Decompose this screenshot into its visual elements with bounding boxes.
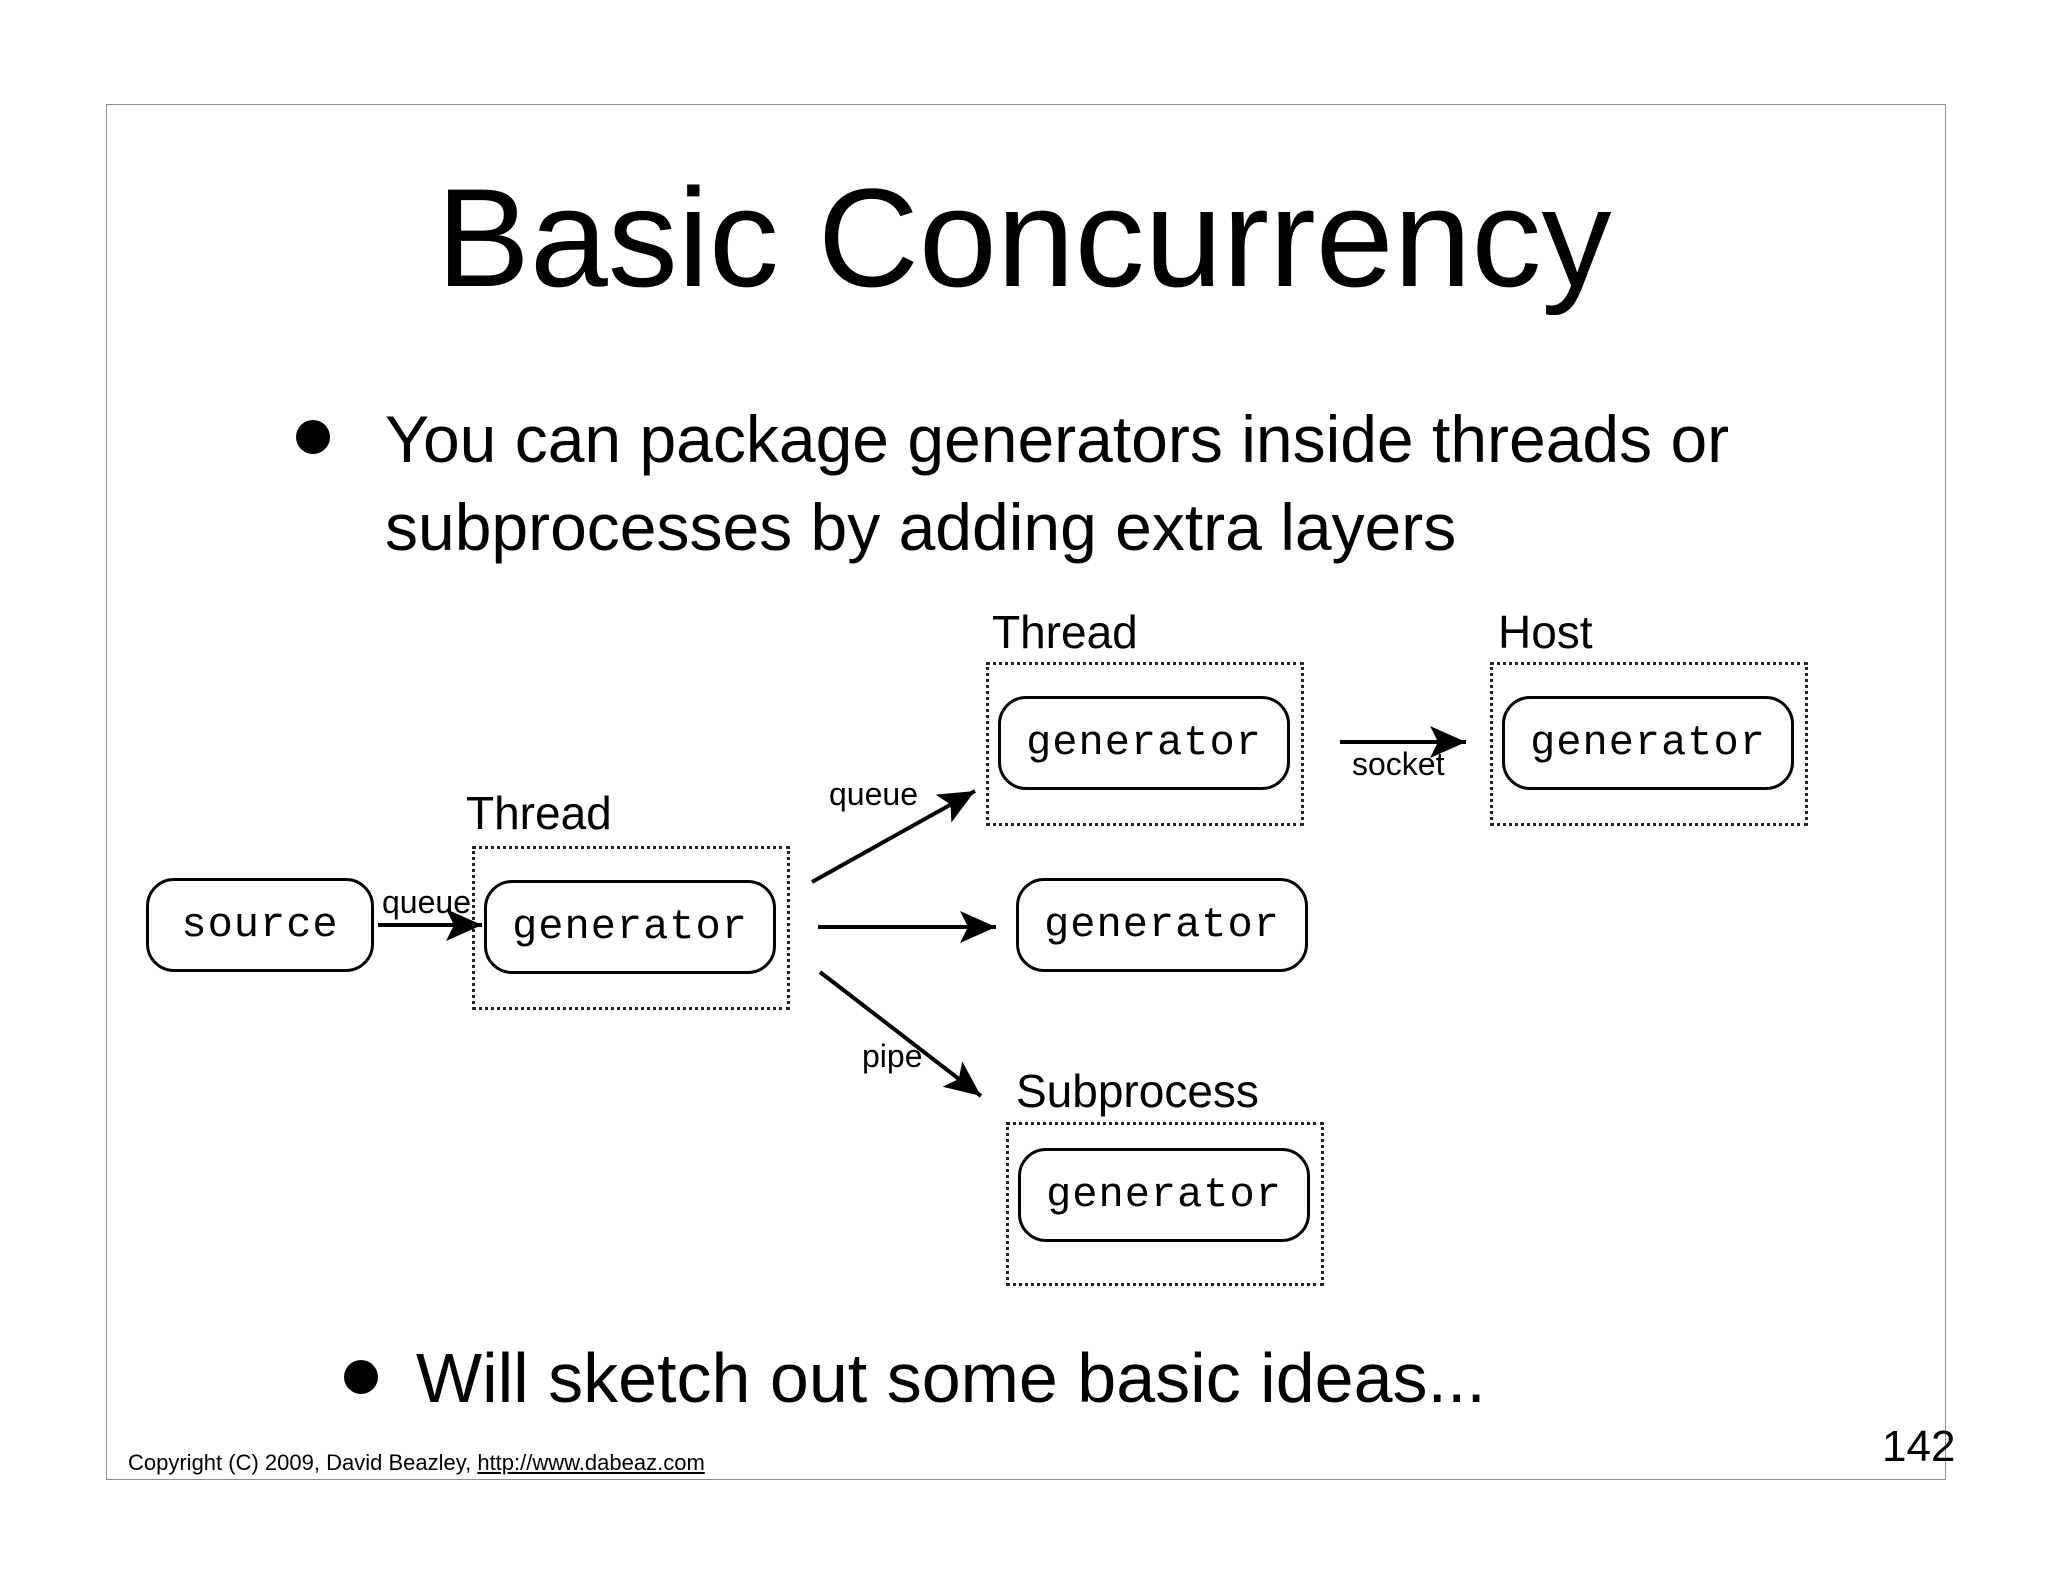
slide-frame (106, 104, 1946, 1480)
arrow-to-subprocess (818, 970, 983, 1098)
bullet-text: Will sketch out some basic ideas... (416, 1339, 1486, 1417)
slide-title: Basic Concurrency (436, 159, 1612, 316)
host-label: Host (1498, 606, 1593, 658)
edge-label-socket: socket (1352, 746, 1445, 782)
host-container (1490, 662, 1808, 826)
footer-link[interactable]: http://www.dabeaz.com (477, 1450, 705, 1475)
bullet-text: You can package generators inside thread… (385, 402, 1730, 564)
generator-node-subprocess: generator (1018, 1148, 1310, 1242)
thread-container-main (472, 846, 790, 1010)
thread-label-main: Thread (466, 787, 612, 839)
subprocess-label: Subprocess (1016, 1065, 1259, 1117)
generator-node-main: generator (484, 880, 776, 974)
bullet-dot (344, 1360, 378, 1394)
bullet-dot (296, 420, 330, 454)
footer-copyright: Copyright (C) 2009, David Beazley, http:… (128, 1450, 705, 1476)
copyright-text: Copyright (C) 2009, David Beazley, (128, 1450, 472, 1475)
source-node: source (146, 878, 374, 972)
generator-node-host: generator (1502, 696, 1794, 790)
generator-node-middle: generator (1016, 878, 1308, 972)
edge-label-queue-source: queue (382, 884, 471, 920)
edge-label-pipe: pipe (862, 1038, 923, 1074)
subprocess-container (1006, 1122, 1324, 1286)
thread-label-top: Thread (992, 606, 1138, 658)
edge-label-queue-thread: queue (829, 776, 918, 812)
thread-container-top (986, 662, 1304, 826)
generator-node-thread-top: generator (998, 696, 1290, 790)
page-number: 142 (1882, 1422, 1956, 1471)
arrow-to-thread-top (811, 789, 976, 884)
